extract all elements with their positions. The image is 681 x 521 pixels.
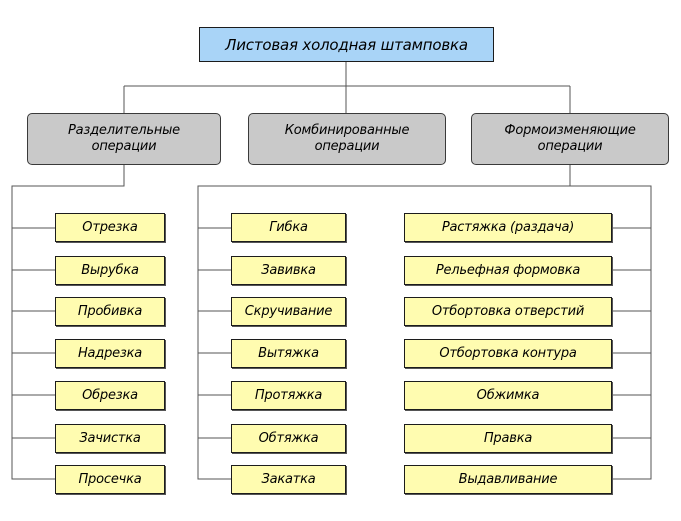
op-separating-5: Обрезка: [55, 381, 165, 410]
op-forming-left-2: Завивка: [231, 256, 346, 285]
op-separating-7: Просечка: [55, 465, 165, 494]
category-separating-line2: операции: [91, 139, 157, 154]
op-forming-left-7: Закатка: [231, 465, 346, 494]
op-forming-right-7: Выдавливание: [404, 465, 612, 494]
category-separating: Разделительные операции: [27, 113, 221, 165]
category-forming-line1: Формоизменяющие: [504, 123, 636, 138]
root-node: Листовая холодная штамповка: [199, 27, 494, 62]
op-forming-right-1: Растяжка (раздача): [404, 213, 612, 242]
op-forming-right-5: Обжимка: [404, 381, 612, 410]
op-forming-left-5: Протяжка: [231, 381, 346, 410]
op-forming-right-6: Правка: [404, 424, 612, 453]
op-separating-2: Вырубка: [55, 256, 165, 285]
category-combined: Комбинированные операции: [248, 113, 446, 165]
category-forming: Формоизменяющие операции: [471, 113, 669, 165]
category-combined-line1: Комбинированные: [284, 123, 410, 138]
category-combined-line2: операции: [314, 139, 380, 154]
op-separating-4: Надрезка: [55, 339, 165, 368]
category-forming-line2: операции: [537, 139, 603, 154]
op-forming-right-3: Отбортовка отверстий: [404, 297, 612, 326]
op-forming-left-6: Обтяжка: [231, 424, 346, 453]
op-separating-6: Зачистка: [55, 424, 165, 453]
op-separating-3: Пробивка: [55, 297, 165, 326]
op-forming-left-3: Скручивание: [231, 297, 346, 326]
category-separating-line1: Разделительные: [68, 123, 180, 138]
op-separating-1: Отрезка: [55, 213, 165, 242]
op-forming-left-4: Вытяжка: [231, 339, 346, 368]
op-forming-right-4: Отбортовка контура: [404, 339, 612, 368]
op-forming-right-2: Рельефная формовка: [404, 256, 612, 285]
op-forming-left-1: Гибка: [231, 213, 346, 242]
